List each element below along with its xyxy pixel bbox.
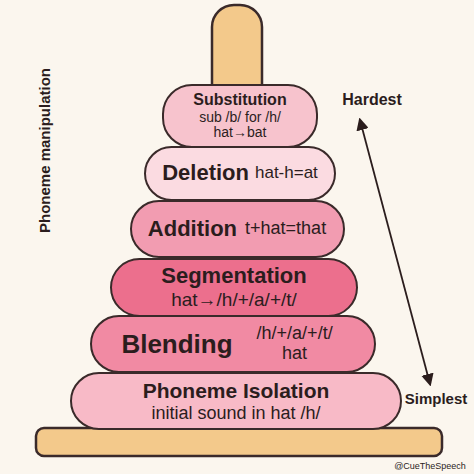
stage-heading: Deletion xyxy=(162,161,249,185)
stage-heading: Blending xyxy=(121,330,232,359)
stage-heading: Phoneme Isolation xyxy=(143,379,330,402)
ring-content: Phoneme Isolationinitial sound in hat /h… xyxy=(143,379,330,424)
axis-title: Phoneme manipulation xyxy=(36,67,53,232)
stacking-ring: Phoneme Isolationinitial sound in hat /h… xyxy=(70,372,402,430)
stage-heading: Substitution xyxy=(193,91,286,109)
stacking-ring: Blending/h/+/a/+/t/ hat xyxy=(90,315,376,373)
stage-heading: Segmentation xyxy=(161,264,306,288)
example-text: /h/+/a/+/t/ hat xyxy=(245,324,345,364)
stacking-ring: Deletion hat-h=at xyxy=(144,146,336,201)
ring-content: Segmentationhat→/h/+/a/+/t/ xyxy=(161,264,306,311)
example-text: initial sound in hat /h/ xyxy=(151,404,320,424)
stage-heading: Addition xyxy=(148,217,237,241)
ring-content: Addition t+hat=that xyxy=(148,217,326,241)
ring-content: Blending/h/+/a/+/t/ hat xyxy=(121,324,344,364)
stacking-ring: Addition t+hat=that xyxy=(130,200,345,258)
example-text: sub /b/ for /h/ hat→bat xyxy=(180,110,300,141)
example-text: hat-h=at xyxy=(255,164,318,183)
example-text: t+hat=that xyxy=(245,219,326,239)
wooden-base xyxy=(36,428,442,456)
example-text: hat→/h/+/a/+/t/ xyxy=(171,290,297,311)
scale-end-label: Simplest xyxy=(405,390,468,407)
ring-content: Deletion hat-h=at xyxy=(162,161,318,185)
stacking-ring: Segmentationhat→/h/+/a/+/t/ xyxy=(110,258,358,317)
stacking-ring: Substitutionsub /b/ for /h/ hat→bat xyxy=(162,84,318,148)
scale-end-label: Hardest xyxy=(342,91,402,109)
watermark: @CueTheSpeech xyxy=(394,461,466,471)
ring-content: Substitutionsub /b/ for /h/ hat→bat xyxy=(180,91,300,140)
